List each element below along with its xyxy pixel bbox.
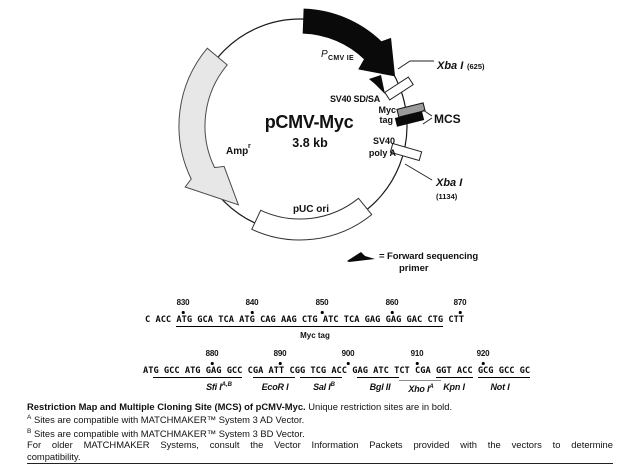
footnote-c-line2: compatibility. — [27, 450, 81, 462]
base-position-dot — [458, 311, 462, 314]
site-label-bgl: Bgl II — [370, 382, 391, 392]
myc-tag-label-line2: tag — [380, 115, 394, 125]
xba-1134-position: (1134) — [436, 192, 458, 201]
base-position-dot — [278, 362, 282, 365]
base-position-dot — [181, 311, 185, 314]
site-label-sal: Sal IB — [313, 382, 335, 392]
puc-ori-label: pUC ori — [293, 204, 329, 215]
xba-625-name: Xba I — [436, 60, 464, 72]
sv40-sdsa-tick — [384, 76, 414, 101]
base-number: 830 — [176, 298, 190, 307]
kpn-site-seq: GGT ACC — [435, 366, 473, 378]
pcmv-promoter-arrow — [302, 8, 396, 77]
site-superscript: A — [429, 384, 434, 390]
base-number: 850 — [315, 298, 329, 307]
footnote-c-line1: For older MATCHMAKER Systems, consult th… — [27, 439, 613, 451]
xba-625-leader-line — [397, 60, 434, 70]
site-name: Bgl II — [369, 382, 391, 392]
base-position-dot — [346, 362, 350, 365]
base-number: 890 — [273, 349, 287, 358]
figure-caption: Restriction Map and Multiple Cloning Sit… — [27, 401, 613, 465]
sv40-polya-label-line1: SV40 — [373, 136, 395, 146]
base-position-dot — [481, 362, 485, 365]
seq2-plain: C G — [341, 366, 358, 376]
site-name: Sfi I — [206, 382, 222, 392]
base-number: 920 — [476, 349, 490, 358]
mcs-bracket-lines — [422, 109, 433, 125]
xba-1134-leader-line — [404, 163, 433, 181]
base-number: 880 — [205, 349, 219, 358]
legend-text-line1: = Forward sequencing — [379, 251, 478, 262]
sv40-polya-label-line2: poly A — [369, 148, 397, 158]
mcs-box — [394, 111, 425, 127]
base-position-dot — [320, 311, 324, 314]
mcs-label: MCS — [434, 112, 461, 126]
footnote-a: A Sites are compatible with MATCHMAKER™ … — [27, 412, 613, 426]
promoter-label-sub: CMV IE — [328, 55, 354, 62]
seq1-myc-tag-underlined: ATG GCA TCA ATG CAG AAG CTG ATC TCA GAG … — [176, 315, 444, 327]
forward-primer-arrow-icon — [369, 75, 385, 94]
amp-gene-arrow — [178, 47, 240, 206]
site-name: Xho I — [408, 384, 430, 394]
ecor-site-seq: GA ATT C — [252, 366, 295, 378]
base-number: 900 — [341, 349, 355, 358]
plasmid-map: P CMV IE SV40 SD/SA Myc tag MCS SV40 pol… — [178, 8, 485, 274]
site-superscript: B — [330, 382, 335, 388]
amp-label-superscript: r — [248, 143, 251, 150]
base-position-dot — [390, 311, 394, 314]
xba-1134-name: Xba I — [435, 177, 463, 189]
sequence-line-2: ATG GCC ATG GAG GCC CGA ATT CGG TCG ACC … — [143, 366, 531, 378]
base-number: 910 — [410, 349, 424, 358]
site-label-xho: Xho IA — [408, 384, 433, 394]
footnote-b: B Sites are compatible with MATCHMAKER™ … — [27, 426, 613, 440]
seq1-post: CTT — [443, 315, 465, 325]
sequence-line-1: C ACC ATG GCA TCA ATG CAG AAG CTG ATC TC… — [145, 315, 465, 327]
base-position-dot — [210, 362, 214, 365]
seq2-plain: AT — [143, 366, 154, 376]
caption-title-bold: Restriction Map and Multiple Cloning Sit… — [27, 401, 306, 412]
site-label-not: Not I — [491, 382, 510, 392]
not-site-seq: GCG GCC GC — [477, 366, 531, 378]
site-superscript: A,B — [221, 382, 232, 388]
xba-625-position: (625) — [467, 62, 485, 71]
myc-tag-label-line1: Myc — [378, 105, 396, 115]
amp-label: Amp — [226, 146, 248, 157]
sal-site-seq: G TCG AC — [299, 366, 342, 378]
bgl-site-seq: AG ATC T — [357, 366, 400, 378]
site-name: Kpn I — [443, 382, 465, 392]
base-number: 840 — [245, 298, 259, 307]
seq2-plain: C — [242, 366, 253, 376]
footnote-b-text: Sites are compatible with MATCHMAKER™ Sy… — [31, 428, 305, 440]
plasmid-size: 3.8 kb — [292, 136, 328, 150]
site-label-ecor: EcoR I — [262, 382, 289, 392]
site-name: EcoR I — [261, 382, 289, 392]
site-label-sfi: Sfi IA,B — [206, 382, 232, 392]
seq2-plain: G — [294, 366, 300, 376]
caption-title-rest: Unique restriction sites are in bold. — [305, 401, 453, 412]
xho-site-seq: CT CGA — [399, 366, 436, 376]
base-position-dot — [250, 311, 254, 314]
site-name: Not I — [490, 382, 510, 392]
site-label-kpn: Kpn I — [443, 382, 465, 392]
promoter-label-p: P — [321, 49, 328, 60]
base-number: 870 — [453, 298, 467, 307]
legend-primer-arrow-icon — [347, 252, 375, 262]
plasmid-name: pCMV-Myc — [265, 112, 354, 132]
puc-ori-segment — [251, 197, 373, 241]
footnote-b-superscript: B — [27, 427, 32, 435]
sv40-sdsa-label: SV40 SD/SA — [330, 94, 381, 104]
base-position-dot — [415, 362, 419, 365]
seq1-pre: C ACC — [145, 315, 177, 325]
sfi-site-seq: G GCC ATG GAG GCC — [153, 366, 243, 378]
base-number: 860 — [385, 298, 399, 307]
sv40-polya-tick — [389, 142, 423, 162]
legend-text-line2: primer — [399, 263, 429, 274]
site-name: Sal I — [313, 382, 331, 392]
myc-tag-sequence-label: Myc tag — [300, 331, 330, 340]
caption-title-line: Restriction Map and Multiple Cloning Sit… — [27, 401, 613, 412]
footnote-a-superscript: A — [27, 414, 32, 422]
footnote-a-text: Sites are compatible with MATCHMAKER™ Sy… — [31, 414, 305, 426]
